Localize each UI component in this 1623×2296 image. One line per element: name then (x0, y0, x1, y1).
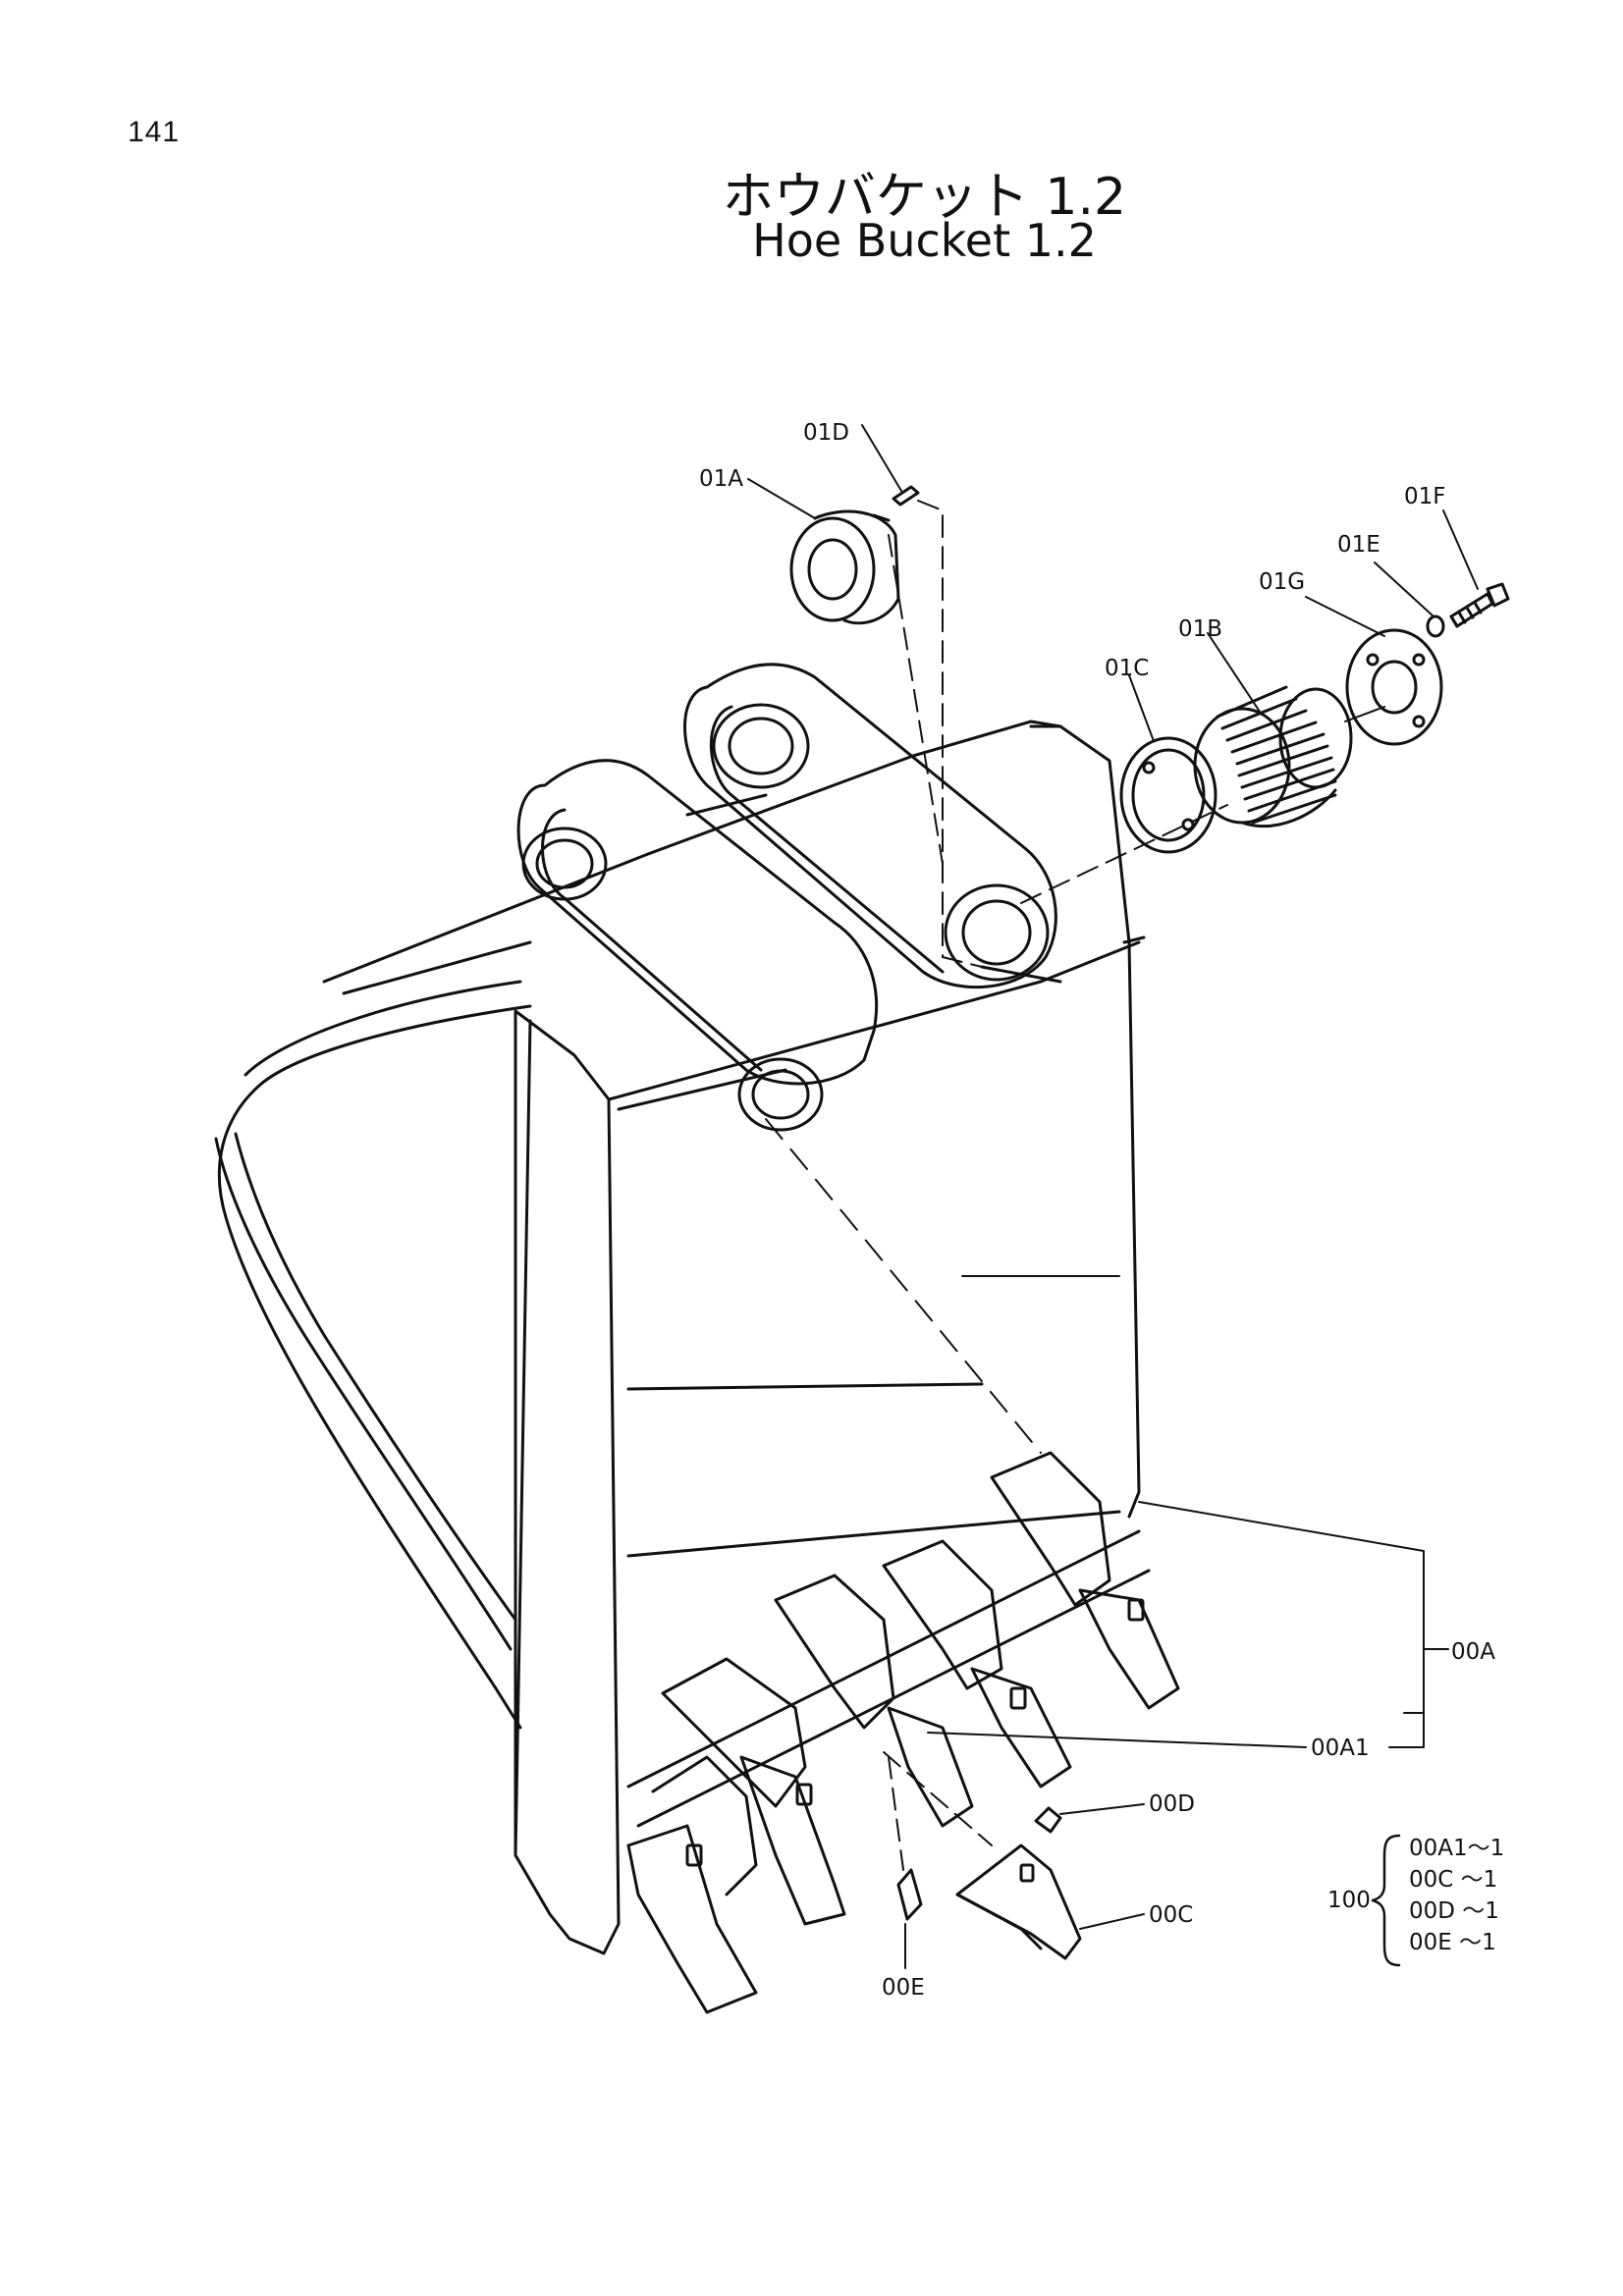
callout-01D: 01D (803, 420, 849, 446)
callout-00D: 00D (1149, 1791, 1195, 1817)
part-01C-shim (1119, 736, 1217, 854)
callout-labels: 01D 01A 01F 01E 01G 01B 01C 00A 00A1 00D… (699, 420, 1495, 2001)
page-number: 141 (128, 116, 181, 148)
part-01E-washer (1426, 614, 1445, 638)
callout-00E: 00E (882, 1975, 925, 2001)
callout-01C: 01C (1105, 656, 1149, 681)
part-00E-pin (896, 1868, 923, 1921)
callout-01E: 01E (1337, 532, 1380, 558)
part-01A-bushing (789, 509, 900, 625)
boss-brackets (516, 663, 1062, 1132)
kit-number: 100 (1327, 1888, 1371, 1913)
part-01D-pin (892, 485, 920, 507)
kit-list: 100 00A1～1 00C ～1 00D ～1 00E ～1 (1327, 1836, 1504, 1955)
callout-01B: 01B (1178, 616, 1222, 642)
bucket-body (214, 720, 1146, 1955)
part-01G-plate (1345, 628, 1443, 746)
leader-lines (747, 424, 1479, 1969)
callout-00C: 00C (1149, 1902, 1193, 1928)
part-00C-tooth (955, 1843, 1082, 1960)
title-english: Hoe Bucket 1.2 (752, 214, 1097, 267)
callout-00A: 00A (1451, 1639, 1495, 1665)
kit-bracket (1371, 1834, 1401, 1967)
kit-item: 00A1～1 (1409, 1836, 1504, 1861)
callout-01F: 01F (1404, 484, 1446, 509)
teeth-row (626, 1451, 1180, 2014)
kit-item: 00E ～1 (1409, 1930, 1496, 1955)
part-01B-threaded-bushing (1193, 685, 1353, 828)
part-01F-bolt (1449, 582, 1510, 628)
title-japanese: ホウバケット 1.2 (722, 168, 1127, 227)
kit-item: 00D ～1 (1409, 1898, 1499, 1924)
callout-01G: 01G (1259, 569, 1305, 595)
kit-item: 00C ～1 (1409, 1867, 1497, 1893)
callout-00A1: 00A1 (1311, 1735, 1370, 1761)
part-00D-nut (1034, 1806, 1062, 1834)
callout-01A: 01A (699, 466, 743, 492)
